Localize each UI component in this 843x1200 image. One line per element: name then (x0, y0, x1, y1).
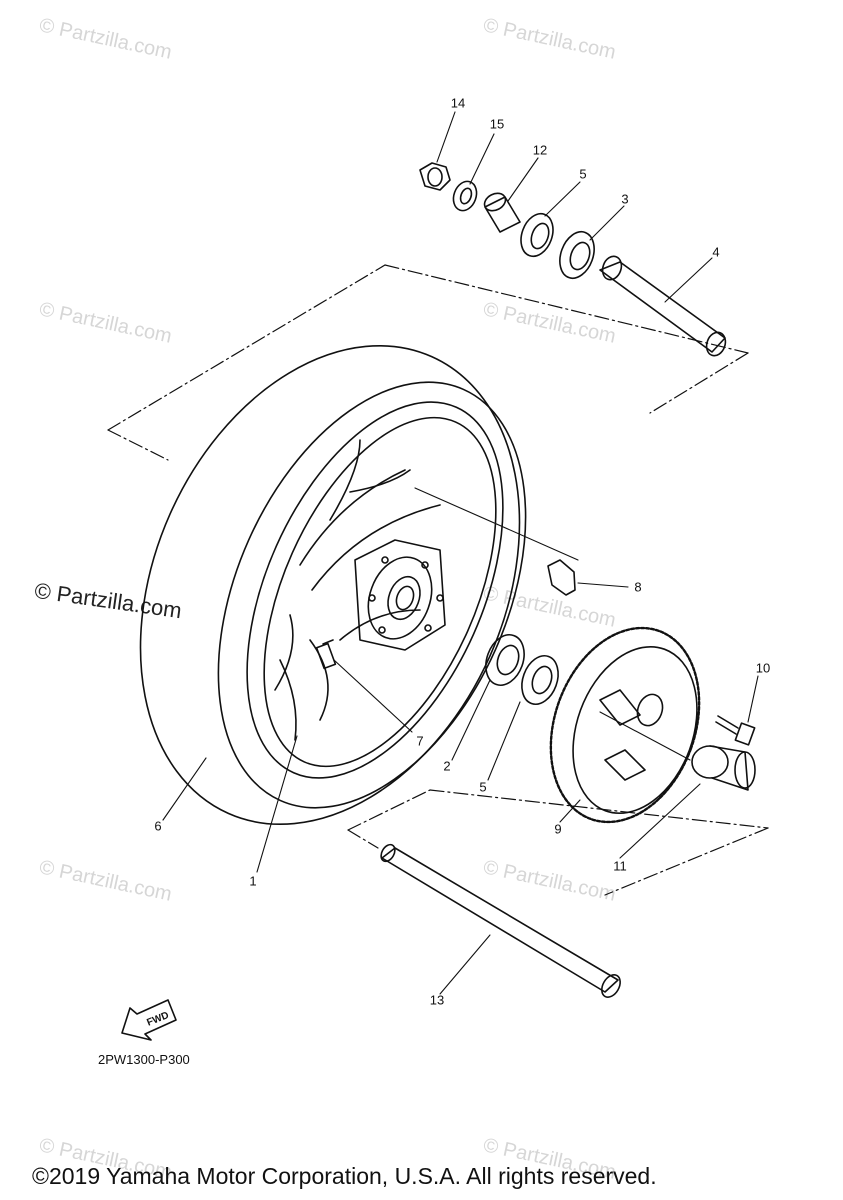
callout-3: 3 (621, 191, 629, 207)
fwd-arrow-label: FWD (145, 1010, 170, 1029)
callout-13: 13 (429, 992, 445, 1008)
leader-lines (162, 111, 759, 995)
callout-4: 4 (712, 244, 720, 260)
callout-6: 6 (154, 818, 162, 834)
pulley-9 (549, 626, 701, 824)
callout-12: 12 (532, 142, 548, 158)
damper-clip-8 (547, 559, 576, 596)
fwd-arrow-icon (121, 999, 177, 1041)
upper-boundary-line (107, 264, 749, 461)
washer-15 (452, 180, 478, 212)
collar-12 (483, 192, 521, 233)
spacer-4 (599, 255, 727, 357)
axle-13 (380, 843, 621, 998)
bearing-3 (559, 230, 595, 280)
diagram-code: 2PW1300-P300 (98, 1052, 190, 1067)
wheel-rim (246, 401, 504, 779)
copyright-notice: ©2019 Yamaha Motor Corporation, U.S.A. A… (32, 1163, 657, 1189)
nut-14 (419, 162, 451, 191)
collar-11 (691, 745, 756, 791)
callout-9: 9 (554, 821, 562, 837)
wheel-hub (354, 539, 446, 651)
callout-8: 8 (634, 579, 642, 595)
lower-boundary-line (347, 789, 769, 896)
oil-seal-5-bottom (521, 654, 559, 706)
callout-10: 10 (755, 660, 771, 676)
callout-7: 7 (416, 733, 424, 749)
tire (139, 344, 527, 826)
callout-11: 11 (613, 858, 627, 874)
callout-5-top: 5 (579, 166, 587, 182)
bearing-2 (485, 634, 525, 686)
callout-5-bottom: 5 (479, 779, 487, 795)
oil-seal-5-top (520, 212, 554, 258)
valve-stem (315, 639, 337, 670)
callout-15: 15 (489, 116, 505, 132)
callout-1: 1 (249, 873, 257, 889)
bolt-10 (715, 715, 756, 746)
callout-14: 14 (450, 95, 466, 111)
callout-2: 2 (443, 758, 451, 774)
